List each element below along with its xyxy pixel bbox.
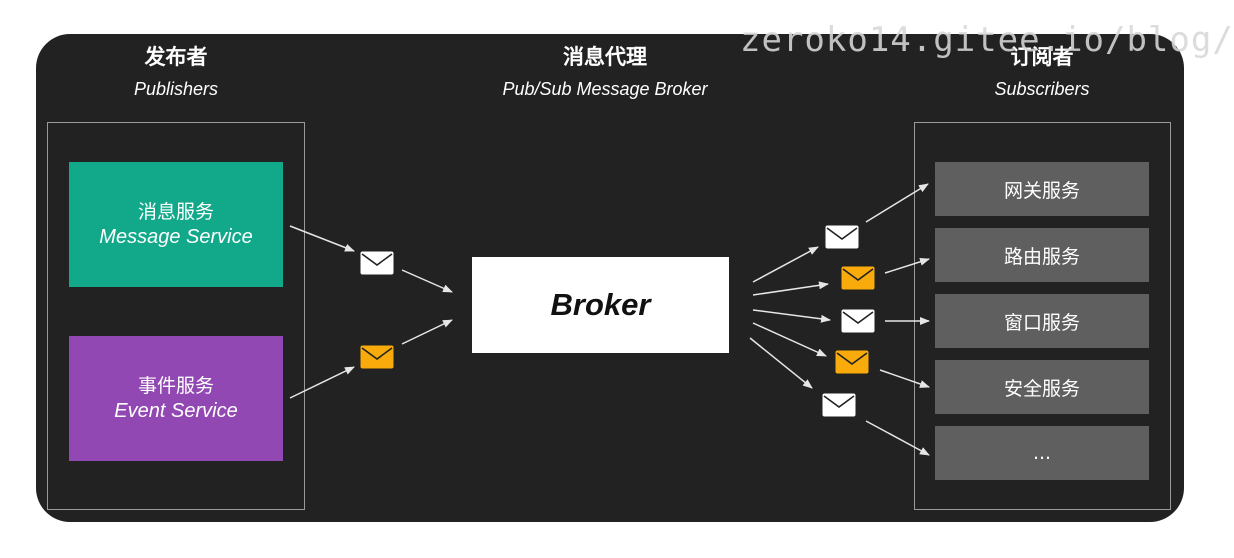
broker-title-en: Pub/Sub Message Broker (502, 79, 708, 99)
publishers-group (47, 122, 305, 510)
arrow (865, 420, 930, 456)
arrow (752, 322, 827, 357)
service-label-zh: 事件服务 (137, 374, 214, 397)
publishers-title-zh: 发布者 (144, 45, 208, 69)
envelope-icon (825, 225, 859, 249)
subscribers-group (914, 122, 1171, 510)
publishers-title-en: Publishers (133, 79, 219, 99)
arrow (289, 366, 355, 399)
subscriber-more-ellipsis: ... (935, 426, 1149, 480)
arrow (865, 183, 929, 223)
broker-title-zh: 消息代理 (563, 45, 647, 69)
subscriber-gateway-service: 网关服务 (935, 162, 1149, 216)
subscribers-heading: 订阅者 Subscribers (892, 45, 1192, 101)
broker-label: Broker (550, 287, 651, 322)
event-service-box: 事件服务 Event Service (69, 336, 283, 461)
subscriber-window-service: 窗口服务 (935, 294, 1149, 348)
arrow (401, 269, 453, 293)
subscriber-security-service: 安全服务 (935, 360, 1149, 414)
arrow (749, 337, 813, 389)
broker-box: Broker (472, 257, 729, 353)
arrow (884, 257, 930, 274)
envelope-icon (360, 345, 394, 369)
service-label-en: Event Service (114, 399, 238, 422)
service-label-zh: 消息服务 (137, 200, 214, 223)
arrow (752, 246, 819, 283)
arrow (401, 319, 453, 345)
service-label-en: Message Service (99, 225, 253, 248)
message-service-box: 消息服务 Message Service (69, 162, 283, 287)
subscribers-title-zh: 订阅者 (1010, 45, 1074, 69)
subscribers-title-en: Subscribers (994, 79, 1090, 99)
envelope-icon (360, 251, 394, 275)
envelope-icon (841, 309, 875, 333)
envelope-icon (822, 393, 856, 417)
envelope-icon (841, 266, 875, 290)
envelope-icon (835, 350, 869, 374)
publishers-heading: 发布者 Publishers (26, 45, 326, 101)
arrow (752, 281, 829, 296)
watermark-text: zeroko14.gitee.io/blog/ (740, 20, 1234, 60)
arrow (752, 309, 831, 323)
broker-heading: 消息代理 Pub/Sub Message Broker (455, 45, 755, 101)
arrow (879, 369, 930, 388)
subscriber-routing-service: 路由服务 (935, 228, 1149, 282)
arrow (289, 225, 355, 252)
